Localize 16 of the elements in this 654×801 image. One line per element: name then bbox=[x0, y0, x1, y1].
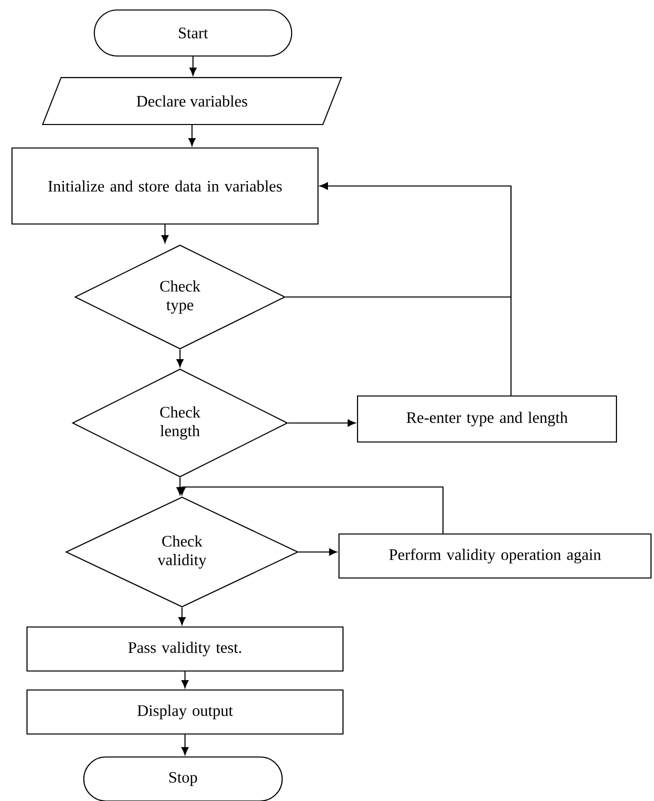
process-box: Initialize and store data in variables bbox=[11, 147, 319, 225]
arrow bbox=[189, 56, 197, 76]
process-box: Display output bbox=[26, 689, 344, 735]
arrow bbox=[320, 182, 512, 396]
arrow bbox=[298, 548, 338, 556]
arrow bbox=[181, 672, 189, 688]
arrow bbox=[181, 734, 189, 756]
arrow bbox=[188, 125, 196, 146]
process-box: Perform validity operation again bbox=[338, 533, 652, 579]
arrow bbox=[288, 419, 356, 427]
arrow bbox=[178, 608, 186, 626]
arrow bbox=[176, 350, 184, 368]
process-box: Pass validity test. bbox=[26, 626, 344, 672]
arrow bbox=[161, 224, 169, 244]
arrow bbox=[178, 486, 444, 534]
process-box: Re-enter type and length bbox=[357, 395, 617, 443]
